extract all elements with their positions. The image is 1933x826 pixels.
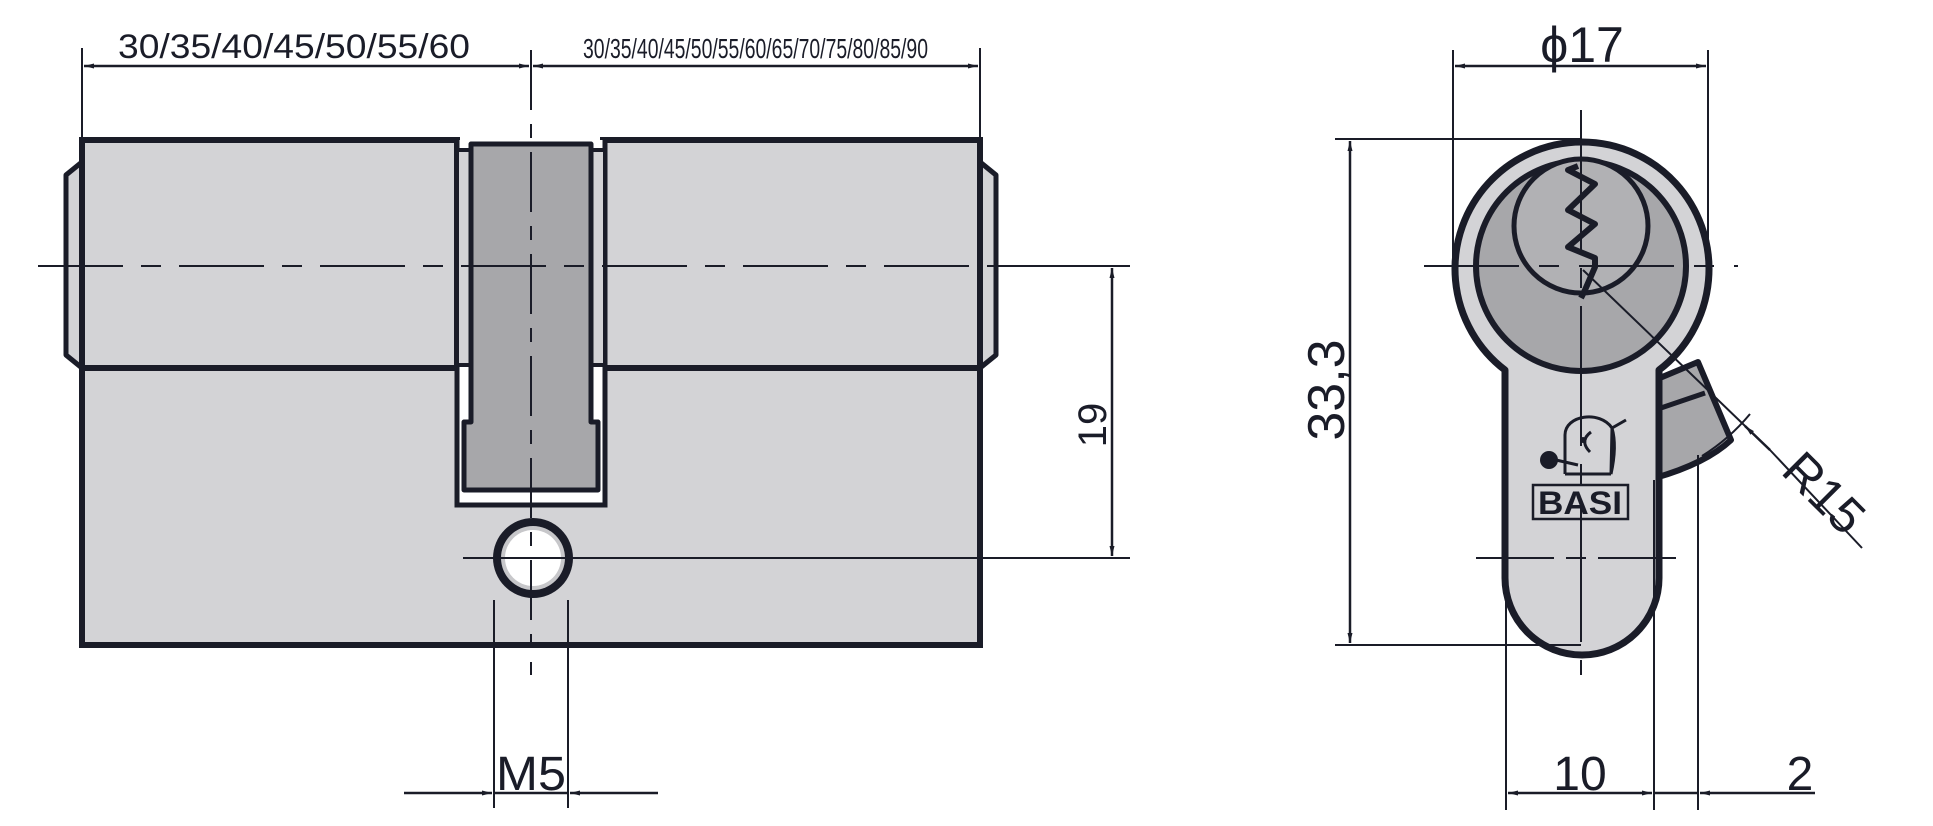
center-to-screw-label: 19 [1071,403,1115,448]
radius-label: R15 [1772,441,1876,545]
front-view: BASI ϕ17 33,3 R15 10 2 [1298,17,1876,810]
right-length-label: 30/35/40/45/50/55/60/65/70/75/80/85/90 [583,33,928,64]
radius-dimension [1582,269,1771,451]
cam-profile [1652,359,1734,481]
height-label: 33,3 [1298,339,1356,440]
side-view: 30/35/40/45/50/55/60 30/35/40/45/50/55/6… [38,28,1130,808]
left-cylinder-upper [79,137,460,371]
offset-label: 2 [1787,748,1814,801]
right-cylinder-upper [600,137,983,371]
screw-label: M5 [496,748,566,801]
left-length-label: 30/35/40/45/50/55/60 [118,28,470,66]
key-icon [1540,451,1558,469]
diameter-label: ϕ17 [1540,17,1624,73]
width-label: 10 [1553,748,1606,801]
elephant-icon [1563,415,1627,476]
cam [461,141,601,493]
